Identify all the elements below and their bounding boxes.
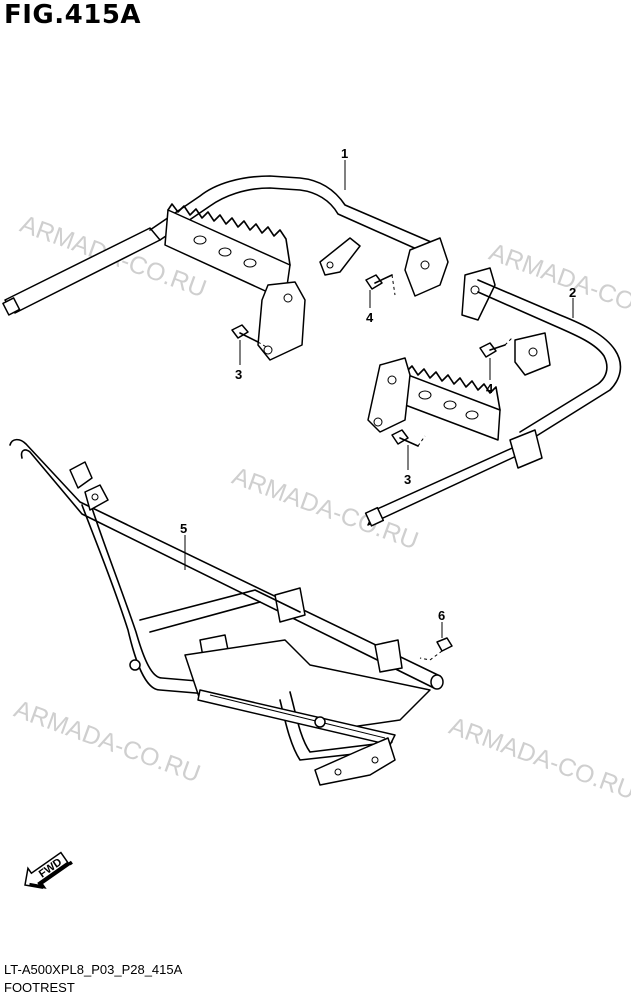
callout-1: 1 xyxy=(341,146,349,161)
fwd-arrow-icon: FWD xyxy=(24,851,73,889)
bolt-3-left xyxy=(231,324,259,343)
model-code: LT-A500XPL8_P03_P28_415A xyxy=(4,962,183,977)
callout-2: 2 xyxy=(569,285,577,300)
callout-5: 5 xyxy=(180,521,188,536)
left-footrest-frame xyxy=(2,175,449,361)
bolt-4-left xyxy=(365,274,393,290)
leader-lines xyxy=(184,160,574,661)
right-footrest-frame xyxy=(364,267,622,527)
section-name: FOOTREST xyxy=(4,980,75,995)
callout-3-left: 3 xyxy=(235,367,243,382)
callout-3-right: 3 xyxy=(404,472,412,487)
bolt-4-right xyxy=(479,342,506,358)
bolt-6 xyxy=(436,637,453,652)
callout-6: 6 xyxy=(438,608,446,623)
callout-4-right: 4 xyxy=(486,381,494,396)
callout-4-left: 4 xyxy=(366,310,374,325)
bolt-3-right xyxy=(391,429,419,447)
lower-guard-frame xyxy=(9,438,444,786)
figure-title: FIG.415A xyxy=(4,0,142,30)
